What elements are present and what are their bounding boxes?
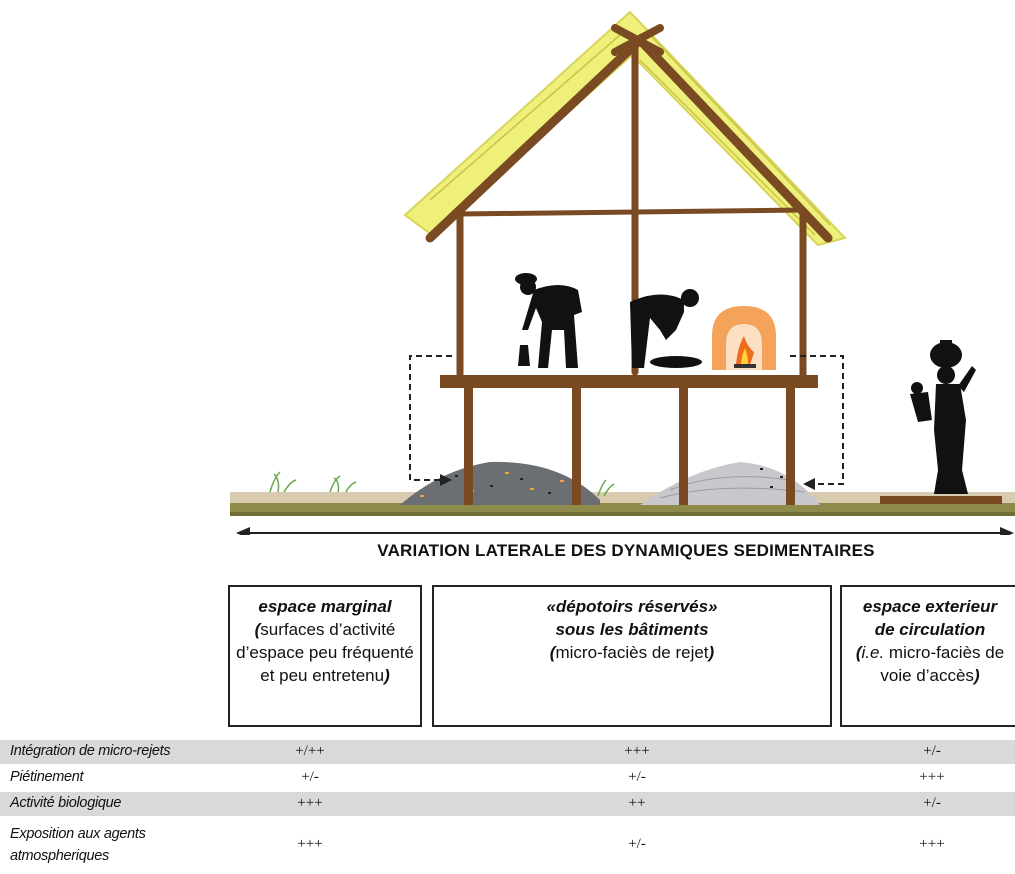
zone-exterior-desc: (i.e. micro-faciès de voie d’accès) [855,643,1005,685]
zone-exterior-title-line1: espace exterieur [862,597,998,616]
axis-title: VARIATION LATERALE DES DYNAMIQUES SEDIME… [377,541,875,560]
cell-marginal: +++ [297,795,323,811]
cell-exterior: +++ [919,836,945,852]
cell-marginal: +/- [301,769,319,785]
cell-exterior: +++ [919,769,945,785]
cell-marginal: +++ [297,836,323,852]
dump-mound-dark [400,461,600,505]
stilts [464,388,795,505]
zone-exterior-title-line2: de circulation [874,620,986,639]
zone-dumps-box: «dépotoirs réservés» sous les bâtiments … [432,585,832,727]
house-frame [425,24,833,379]
cell-dumps: +/- [628,769,646,785]
row-label: Activité biologique [10,795,122,811]
zone-exterior-box: espace exterieur de circulation (i.e. mi… [840,585,1015,727]
zone-marginal-box: espace marginal (surfaces d’activité d’e… [228,585,422,727]
zone-dumps-title-line2: sous les bâtiments [555,620,709,639]
table-row: Intégration de micro-rejets +/++ +++ +/- [0,740,1015,764]
row-label: Intégration de micro-rejets [10,743,171,759]
table-row: Piétinement +/- +/- +++ [0,766,1015,790]
lateral-axis-arrow [236,527,1014,535]
stilt-house-illustration [230,10,1015,535]
person-sweeping-silhouette [515,273,582,368]
person-cooking-silhouette [630,289,702,368]
zone-marginal-desc: (surfaces d’activité d’espace peu fréque… [236,620,414,685]
clay-oven [712,306,776,370]
zone-dumps-desc: (micro-faciès de rejet) [549,643,715,662]
walkway-plank [880,496,1002,504]
cell-dumps: +++ [624,743,650,759]
discard-arrows [409,355,844,485]
woman-carrying-jar-silhouette [910,340,976,494]
zone-marginal-title: espace marginal [258,597,392,616]
table-row: Activité biologique +++ ++ +/- [0,792,1015,816]
cell-exterior: +/- [923,743,941,759]
zone-dumps-title-line1: «dépotoirs réservés» [546,597,718,616]
cell-dumps: ++ [628,795,646,811]
grass-tufts [269,471,615,497]
floor-platform [440,375,818,388]
arrow-head-left [440,474,452,486]
arrow-head-right [803,478,815,490]
row-label: Piétinement [10,769,84,785]
cell-dumps: +/- [628,836,646,852]
cell-marginal: +/++ [295,743,325,759]
cell-exterior: +/- [923,795,941,811]
